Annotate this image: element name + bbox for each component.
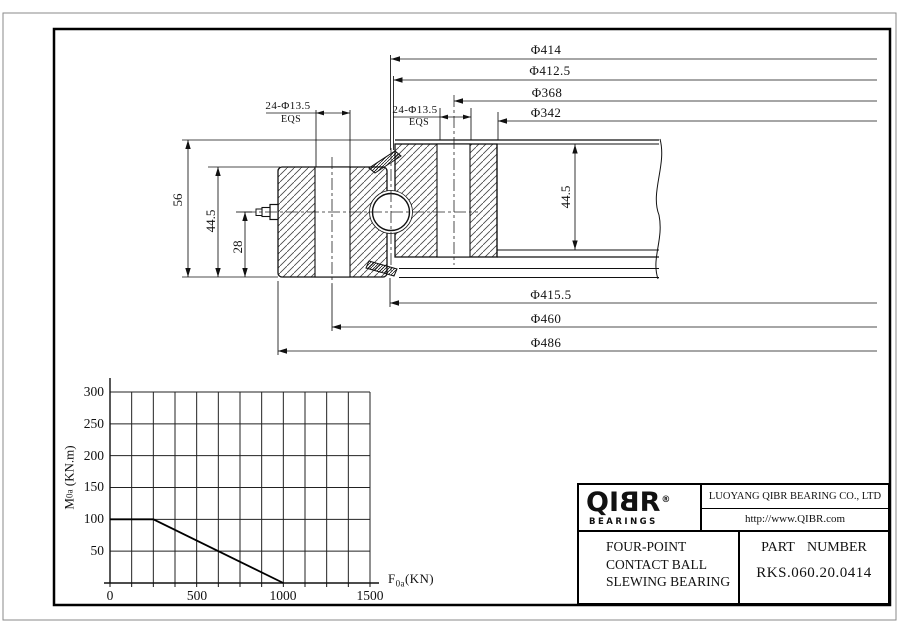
dim-label-460: Φ460	[530, 311, 562, 326]
x-axis-title: F0a(KN)	[388, 571, 448, 589]
x-axis-title-unit: (KN)	[404, 571, 434, 586]
ytick-50: 50	[90, 543, 105, 558]
bolt-note-left-line1: 24-Φ13.5	[265, 100, 311, 112]
x-axis-title-sub: 0a	[395, 578, 405, 589]
dimension-arrows	[185, 56, 578, 354]
drawing-frame	[52, 27, 892, 607]
dim-label-44-5-right: 44.5	[558, 185, 573, 209]
dim-label-56: 56	[170, 193, 185, 207]
dim-label-342: Φ342	[530, 105, 562, 120]
break-line	[655, 138, 663, 280]
dim-label-414: Φ414	[530, 42, 562, 57]
xtick-500: 500	[186, 588, 208, 603]
x-axis-title-symbol: F	[388, 571, 396, 586]
lower-seal	[365, 260, 398, 277]
ytick-250: 250	[83, 416, 104, 431]
ytick-100: 100	[83, 511, 104, 526]
load-limit-curve	[110, 518, 284, 584]
title-block-header-row: QIBR® BEARINGS LUOYANG QIBR BEARING CO.,…	[579, 485, 888, 532]
y-axis-title-sub: 0a	[64, 489, 74, 499]
part-number-value: RKS.060.20.0414	[756, 565, 872, 581]
product-line-2: CONTACT BALL	[606, 556, 708, 572]
page-border	[2, 12, 897, 621]
y-axis-title-unit: (KN.m)	[61, 445, 76, 487]
registered-mark: ®	[661, 495, 671, 505]
xtick-1500: 1500	[356, 588, 384, 603]
xtick-0: 0	[106, 588, 114, 603]
bolt-note-left-line2: EQS	[280, 114, 302, 125]
dimension-lines	[182, 55, 877, 355]
title-block: QIBR® BEARINGS LUOYANG QIBR BEARING CO.,…	[577, 483, 890, 605]
bolt-note-right-line2: EQS	[408, 117, 430, 128]
title-block-body-row: FOUR-POINT CONTACT BALL SLEWING BEARING …	[579, 532, 888, 605]
logo-cell: QIBR® BEARINGS	[579, 485, 702, 530]
logo-bearings-text: BEARINGS	[589, 517, 658, 527]
company-website: http://www.QIBR.com	[744, 513, 846, 525]
dim-label-412-5: Φ412.5	[529, 63, 571, 78]
part-number-cell: PART NUMBER RKS.060.20.0414	[740, 532, 888, 605]
chart-grid	[109, 391, 371, 583]
dim-label-486: Φ486	[530, 335, 562, 350]
ytick-200: 200	[83, 448, 104, 463]
bolt-note-right-line1: 24-Φ13.5	[392, 104, 438, 116]
company-cell: LUOYANG QIBR BEARING CO., LTD http://www…	[702, 485, 888, 530]
dim-label-415-5: Φ415.5	[530, 287, 572, 302]
product-line-3: SLEWING BEARING	[606, 574, 731, 589]
bearing-cross-section	[244, 95, 663, 284]
centerlines	[244, 95, 478, 284]
company-name: LUOYANG QIBR BEARING CO., LTD	[702, 485, 888, 509]
dim-label-28: 28	[230, 240, 245, 254]
ytick-150: 150	[83, 479, 104, 494]
product-line-1: FOUR-POINT	[606, 539, 687, 554]
qibr-logo: QIBR®	[586, 487, 671, 518]
load-chart	[104, 378, 379, 587]
y-axis-title-symbol: M	[61, 498, 76, 510]
part-number-label: PART NUMBER	[761, 540, 867, 555]
dim-label-44-5: 44.5	[203, 209, 218, 233]
ytick-300: 300	[83, 384, 104, 399]
product-name-cell: FOUR-POINT CONTACT BALL SLEWING BEARING	[579, 532, 740, 605]
dim-label-368: Φ368	[531, 85, 563, 100]
xtick-1000: 1000	[269, 588, 297, 603]
upper-seal	[368, 150, 402, 174]
